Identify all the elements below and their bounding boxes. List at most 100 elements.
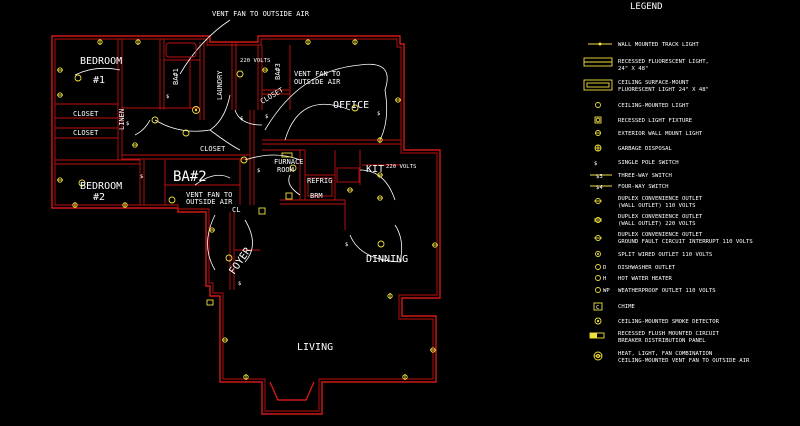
legend-item-recessed-fixture: RECESSED LIGHT FIXTURE (618, 118, 693, 124)
room-label-dinning: DINNING (366, 254, 408, 265)
room-label-refrig: REFRIG (307, 177, 332, 185)
room-label-bedroom2: BEDROOM (80, 181, 122, 192)
room-label-ba3: BA#3 (274, 63, 282, 80)
svg-text:$: $ (140, 174, 144, 180)
room-label-living: LIVING (297, 342, 333, 353)
legend-item-surface-fluorescent-2: FLUORESCENT LIGHT 24" X 48" (618, 87, 709, 93)
legend-item-breaker-panel-2: BREAKER DISTRIBUTION PANEL (618, 338, 706, 344)
room-label-office: OFFICE (333, 100, 369, 111)
legend-item-four-way: FOUR-WAY SWITCH (618, 184, 669, 190)
legend-item-duplex-110: DUPLEX CONVENIENCE OUTLET (618, 196, 703, 202)
legend-item-single-pole: SINGLE POLE SWITCH (618, 160, 679, 166)
svg-text:$: $ (238, 281, 242, 287)
note-volts-laundry: 220 VOLTS (240, 58, 270, 64)
svg-text:WP: WP (603, 288, 610, 294)
exterior-light-icon (595, 130, 601, 136)
legend-item-track-light: WALL MOUNTED TRACK LIGHT (618, 42, 699, 48)
legend-item-dishwasher: DISHWASHER OUTLET (618, 265, 676, 271)
room-label-linen: LINEN (118, 109, 126, 130)
note-vent-ba2-line2: OUTSIDE AIR (186, 198, 233, 206)
legend-item-breaker-panel: RECESSED FLUSH MOUNTED CIRCUIT (618, 331, 720, 337)
legend-item-ceiling-light: CEILING-MOUNTED LIGHT (618, 103, 689, 109)
svg-text:$: $ (126, 121, 130, 127)
legend-item-gfci: DUPLEX CONVENIENCE OUTLET (618, 232, 703, 238)
legend-item-garbage-disposal: GARBAGE DISPOSAL (618, 146, 673, 152)
legend-item-duplex-110-2: (WALL OUTLET) 110 VOLTS (618, 203, 695, 209)
legend-item-heat-light-fan: HEAT, LIGHT, FAN COMBINATION (618, 351, 712, 357)
legend-item-smoke-detector: CEILING-MOUNTED SMOKE DETECTOR (618, 319, 720, 325)
ceiling-light-icon (595, 102, 601, 108)
gfci-outlet-icon (594, 235, 602, 241)
note-vent-top: VENT FAN TO OUTSIDE AIR (212, 10, 310, 18)
legend-item-three-way: THREE-WAY SWITCH (618, 173, 672, 179)
room-label-ba1: BA#1 (172, 68, 180, 85)
wiring (74, 19, 403, 271)
legend-item-recessed-fluorescent-2: 24" X 48" (618, 66, 648, 72)
room-label-furnace-room: ROOM (277, 166, 294, 174)
weatherproof-outlet-icon: WP (595, 287, 610, 294)
svg-text:$: $ (345, 242, 349, 248)
note-vent-ba3-line2: OUTSIDE AIR (294, 78, 341, 86)
room-label-furnace: FURNACE (274, 158, 304, 166)
legend: LEGEND WALL MOUNTED TRACK LIGHT RECESSED… (583, 2, 753, 364)
legend-item-heat-light-fan-2: CEILING-MOUNTED VENT FAN TO OUTSIDE AIR (618, 358, 750, 364)
legend-item-exterior-light: EXTERIOR WALL MOUNT LIGHT (618, 131, 703, 137)
legend-item-water-heater: HOT WATER HEATER (618, 276, 673, 282)
garbage-disposal-icon (594, 144, 602, 152)
room-label-bedroom2-num: #2 (93, 192, 105, 203)
legend-item-surface-fluorescent: CEILING SURFACE-MOUNT (618, 80, 689, 86)
dishwasher-outlet-icon: D (595, 264, 607, 271)
note-vent-ba3-line1: VENT FAN TO (294, 70, 340, 78)
room-label-closet2: CLOSET (73, 129, 99, 137)
svg-text:$: $ (377, 111, 381, 117)
exterior-walls (51, 35, 441, 415)
four-way-switch-icon: $4 (590, 185, 612, 191)
smoke-detector-icon (594, 317, 602, 325)
recessed-fixture-icon (594, 116, 602, 124)
svg-text:$: $ (166, 94, 170, 100)
annotations: VENT FAN TO OUTSIDE AIR VENT FAN TO OUTS… (186, 10, 416, 206)
svg-text:$: $ (265, 114, 269, 120)
svg-text:D: D (603, 265, 607, 271)
note-volts-kit: 220 VOLTS (386, 164, 416, 170)
room-label-closet-laundry: CLOSET (259, 86, 286, 106)
svg-text:$: $ (594, 161, 598, 167)
svg-text:$3: $3 (596, 174, 603, 180)
legend-item-gfci-2: GROUND FAULT CIRCUIT INTERRUPT 110 VOLTS (618, 239, 753, 245)
duplex-outlet-220-icon (594, 217, 602, 223)
legend-item-recessed-fluorescent: RECESSED FLUORESCENT LIGHT, (618, 59, 709, 65)
three-way-switch-icon: $3 (590, 174, 612, 180)
duplex-outlet-110-icon (594, 198, 602, 204)
legend-item-chime: CHIME (618, 304, 635, 310)
single-pole-switch-icon: $ (594, 161, 598, 167)
split-outlet-icon (595, 251, 601, 257)
room-label-foyer: FOYER (227, 245, 254, 277)
room-label-closet1: CLOSET (73, 110, 99, 118)
legend-item-split-outlet: SPLIT WIRED OUTLET 110 VOLTS (618, 252, 712, 258)
room-label-closet3: CLOSET (200, 145, 226, 153)
legend-item-weatherproof: WEATHERPROOF OUTLET 110 VOLTS (618, 288, 716, 294)
track-light-icon (588, 42, 612, 46)
svg-text:$: $ (240, 116, 244, 122)
room-label-bedroom1: BEDROOM (80, 56, 122, 67)
room-label-brm: BRM (310, 192, 323, 200)
room-label-laundry: LAUNDRY (216, 70, 224, 100)
chime-icon: C (593, 302, 603, 311)
svg-text:H: H (603, 276, 606, 282)
room-label-kit: KIT (366, 164, 384, 175)
legend-item-duplex-220: DUPLEX CONVENIENCE OUTLET (618, 214, 703, 220)
note-vent-ba2-line1: VENT FAN TO (186, 191, 232, 199)
room-label-bedroom1-num: #1 (93, 75, 105, 86)
breaker-panel-icon (589, 332, 605, 339)
svg-text:C: C (596, 305, 599, 311)
surface-fluorescent-icon (583, 79, 613, 91)
heat-light-fan-icon (593, 351, 603, 361)
devices: $ $ $ $ $ $ $ $ $ (57, 39, 438, 380)
room-label-cl: CL (232, 206, 240, 214)
interior-walls (55, 39, 401, 290)
svg-text:$: $ (257, 168, 261, 174)
legend-title: LEGEND (630, 2, 663, 12)
legend-item-duplex-220-2: (WALL OUTLET) 220 VOLTS (618, 221, 695, 227)
svg-text:$4: $4 (596, 185, 603, 191)
